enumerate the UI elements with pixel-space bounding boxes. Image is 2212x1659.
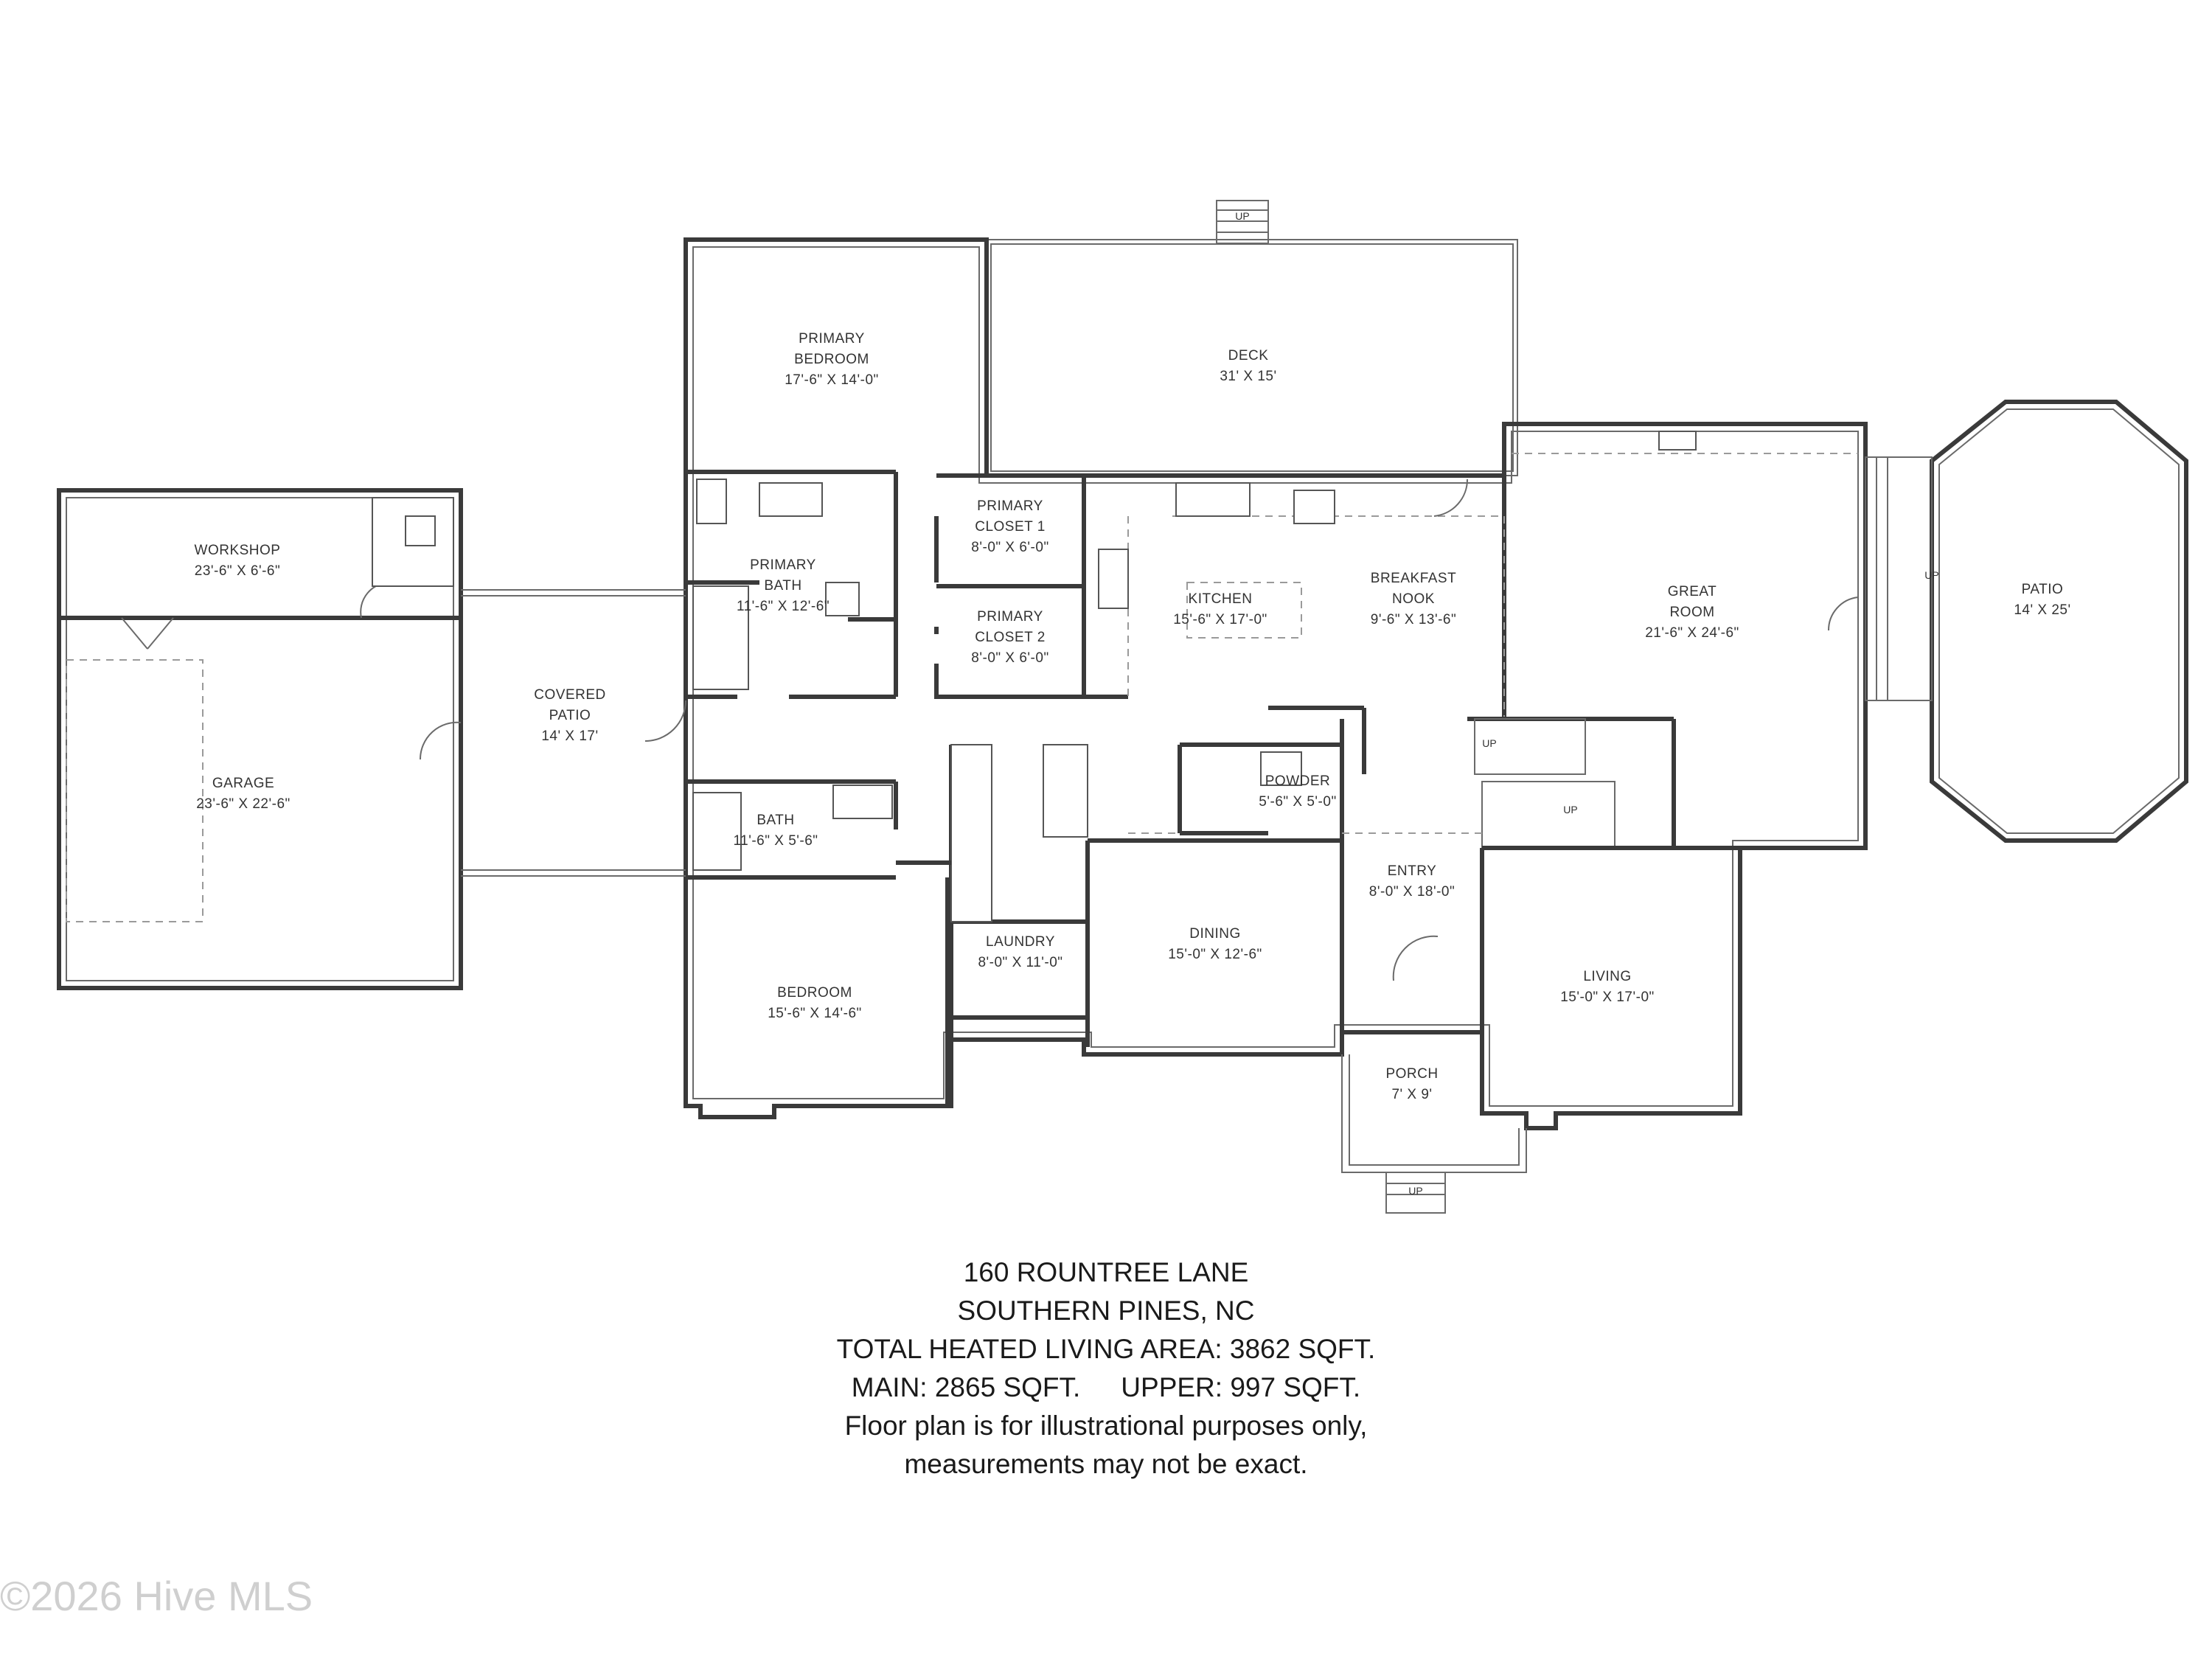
deck-stair	[1216, 200, 1269, 244]
garage-walls	[57, 488, 463, 990]
room-covered-patio: COVERED PATIO 14' X 17'	[534, 687, 605, 744]
svg-text:BEDROOM: BEDROOM	[794, 352, 869, 367]
svg-text:COVERED: COVERED	[534, 687, 605, 703]
patio-octagon	[1930, 400, 2188, 843]
svg-text:DINING: DINING	[1189, 926, 1241, 942]
room-workshop: WORKSHOP 23'-6" X 6'-6"	[195, 543, 281, 579]
room-porch: PORCH 7' X 9'	[1385, 1066, 1438, 1102]
svg-text:BATH: BATH	[757, 813, 794, 828]
svg-text:LIVING: LIVING	[1583, 969, 1631, 984]
deck-stair-up: UP	[1235, 210, 1249, 222]
room-bath: BATH 11'-6" X 5'-6"	[733, 813, 818, 849]
svg-text:15'-0" X 12'-6": 15'-0" X 12'-6"	[1168, 947, 1262, 962]
svg-text:14' X 17': 14' X 17'	[541, 728, 598, 744]
svg-text:PRIMARY: PRIMARY	[750, 557, 816, 573]
room-primary-closet-2: PRIMARY CLOSET 2 8'-0" X 6'-0"	[971, 609, 1048, 666]
svg-text:PORCH: PORCH	[1385, 1066, 1438, 1082]
room-primary-closet-1: PRIMARY CLOSET 1 8'-0" X 6'-0"	[971, 498, 1048, 555]
svg-text:BREAKFAST: BREAKFAST	[1371, 571, 1456, 586]
svg-text:21'-6" X 24'-6": 21'-6" X 24'-6"	[1645, 625, 1739, 641]
room-great-room: GREAT ROOM 21'-6" X 24'-6"	[1645, 584, 1739, 641]
caption-note-1: Floor plan is for illustrational purpose…	[844, 1411, 1368, 1441]
patio-stair-up: UP	[1924, 569, 1938, 581]
covered-patio-outline	[461, 589, 686, 877]
room-primary-bath: PRIMARY BATH 11'-6" X 12'-6"	[737, 557, 830, 614]
svg-text:8'-0" X 6'-0": 8'-0" X 6'-0"	[971, 540, 1048, 555]
svg-text:DECK: DECK	[1228, 348, 1269, 364]
fixtures	[692, 431, 1859, 981]
room-laundry: LAUNDRY 8'-0" X 11'-0"	[978, 934, 1062, 970]
svg-text:PATIO: PATIO	[549, 708, 591, 723]
svg-text:ROOM: ROOM	[1669, 605, 1714, 620]
svg-text:23'-6" X 6'-6": 23'-6" X 6'-6"	[195, 563, 280, 579]
svg-text:GARAGE: GARAGE	[212, 776, 274, 791]
porch-stair-up: UP	[1408, 1185, 1422, 1197]
svg-text:PRIMARY: PRIMARY	[977, 498, 1043, 514]
room-breakfast-nook: BREAKFAST NOOK 9'-6" X 13'-6"	[1371, 571, 1456, 627]
svg-text:8'-0" X 6'-0": 8'-0" X 6'-0"	[971, 650, 1048, 666]
svg-text:11'-6" X 5'-6": 11'-6" X 5'-6"	[733, 833, 818, 849]
svg-text:7' X 9': 7' X 9'	[1391, 1087, 1432, 1102]
svg-text:PRIMARY: PRIMARY	[799, 331, 865, 347]
room-living: LIVING 15'-0" X 17'-0"	[1560, 969, 1655, 1005]
porch-stair	[1385, 1172, 1446, 1214]
plan-caption: 160 ROUNTREE LANE SOUTHERN PINES, NC TOT…	[664, 1253, 1548, 1484]
watermark: ©2026 Hive MLS	[0, 1573, 313, 1619]
svg-text:PATIO: PATIO	[2022, 582, 2064, 597]
svg-text:14' X 25': 14' X 25'	[2014, 602, 2070, 618]
svg-text:BATH: BATH	[764, 578, 801, 594]
svg-text:23'-6" X 22'-6": 23'-6" X 22'-6"	[196, 796, 291, 812]
caption-area-breakdown: MAIN: 2865 SQFT. UPPER: 997 SQFT.	[664, 1368, 1548, 1407]
svg-text:17'-6" X 14'-0": 17'-6" X 14'-0"	[785, 372, 879, 388]
stair-up-2: UP	[1563, 804, 1577, 815]
room-primary-bedroom: PRIMARY BEDROOM 17'-6" X 14'-0"	[785, 331, 879, 388]
stair-up-1: UP	[1482, 737, 1496, 749]
interior-walls	[686, 453, 1858, 1173]
svg-text:KITCHEN: KITCHEN	[1189, 591, 1253, 607]
svg-text:9'-6" X 13'-6": 9'-6" X 13'-6"	[1371, 612, 1456, 627]
caption-main-area: MAIN: 2865 SQFT.	[851, 1372, 1081, 1402]
svg-text:PRIMARY: PRIMARY	[977, 609, 1043, 625]
room-dining: DINING 15'-0" X 12'-6"	[1168, 926, 1262, 962]
room-deck: DECK 31' X 15'	[1220, 348, 1276, 384]
svg-text:POWDER: POWDER	[1265, 773, 1331, 789]
svg-text:8'-0" X 18'-0": 8'-0" X 18'-0"	[1369, 884, 1455, 900]
room-patio: PATIO 14' X 25'	[2014, 582, 2070, 618]
caption-total-area: TOTAL HEATED LIVING AREA: 3862 SQFT.	[836, 1334, 1376, 1364]
svg-text:11'-6" X 12'-6": 11'-6" X 12'-6"	[737, 599, 830, 614]
room-bedroom: BEDROOM 15'-6" X 14'-6"	[768, 985, 862, 1021]
caption-address: 160 ROUNTREE LANE	[963, 1257, 1249, 1287]
room-entry: ENTRY 8'-0" X 18'-0"	[1369, 863, 1455, 900]
svg-text:GREAT: GREAT	[1668, 584, 1717, 599]
svg-text:8'-0" X 11'-0": 8'-0" X 11'-0"	[978, 955, 1062, 970]
svg-text:NOOK: NOOK	[1392, 591, 1435, 607]
svg-text:15'-6" X 14'-6": 15'-6" X 14'-6"	[768, 1006, 862, 1021]
svg-text:15'-6" X 17'-0": 15'-6" X 17'-0"	[1173, 612, 1267, 627]
caption-upper-area: UPPER: 997 SQFT.	[1121, 1372, 1361, 1402]
svg-text:31' X 15': 31' X 15'	[1220, 369, 1276, 384]
svg-text:CLOSET 1: CLOSET 1	[975, 519, 1046, 535]
room-garage: GARAGE 23'-6" X 22'-6"	[196, 776, 291, 812]
svg-text:5'-6" X 5'-0": 5'-6" X 5'-0"	[1259, 794, 1336, 810]
svg-text:LAUNDRY: LAUNDRY	[986, 934, 1055, 950]
svg-text:CLOSET 2: CLOSET 2	[975, 630, 1046, 645]
svg-text:BEDROOM: BEDROOM	[777, 985, 852, 1001]
caption-city: SOUTHERN PINES, NC	[957, 1295, 1255, 1326]
caption-note-2: measurements may not be exact.	[904, 1449, 1308, 1479]
room-powder: POWDER 5'-6" X 5'-0"	[1259, 773, 1336, 810]
room-kitchen: KITCHEN 15'-6" X 17'-0"	[1173, 591, 1267, 627]
main-house-walls	[684, 237, 1868, 1130]
patio-steps	[1865, 456, 1933, 701]
svg-text:ENTRY: ENTRY	[1388, 863, 1437, 879]
svg-text:WORKSHOP: WORKSHOP	[195, 543, 281, 558]
svg-text:15'-0" X 17'-0": 15'-0" X 17'-0"	[1560, 990, 1655, 1005]
